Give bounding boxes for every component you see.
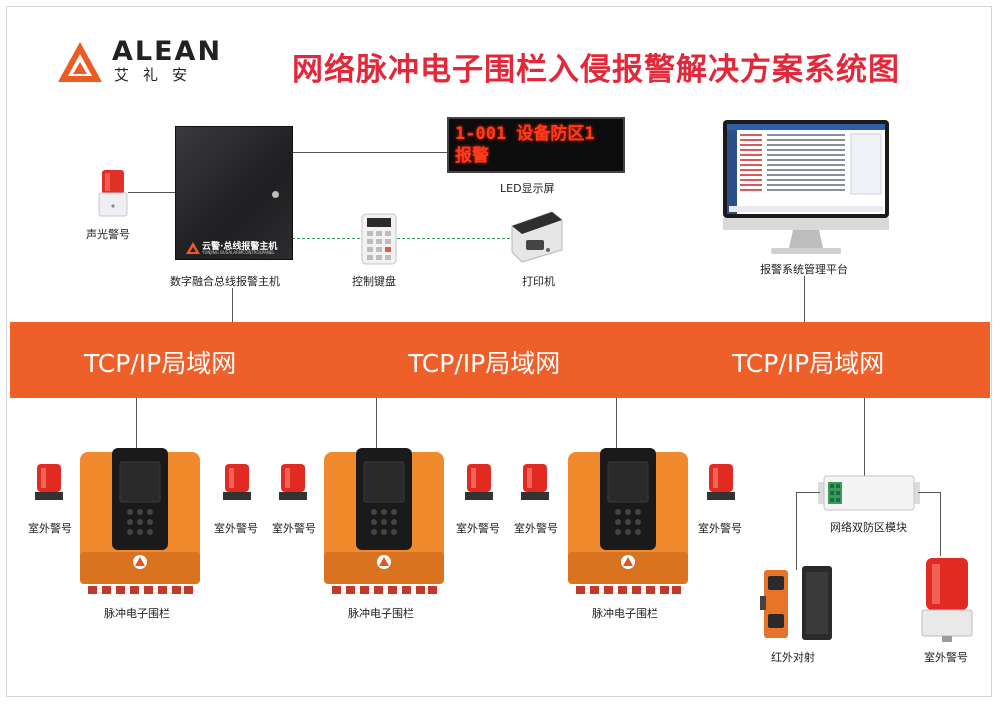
fence-2-left-alarm-label: 室外警号 — [272, 522, 316, 535]
wire-host-led — [292, 152, 448, 153]
led-label: LED显示屏 — [500, 182, 555, 195]
wire-module-beam-v — [796, 492, 797, 570]
page-title: 网络脉冲电子围栏入侵报警解决方案系统图 — [292, 52, 900, 88]
fence-unit-1-label: 脉冲电子围栏 — [104, 607, 170, 620]
zone-module-label: 网络双防区模块 — [830, 521, 907, 534]
wire-network-fence-1 — [136, 398, 137, 450]
fence-unit-3-label: 脉冲电子围栏 — [592, 607, 658, 620]
infrared-beam-detector — [758, 566, 838, 646]
fence-unit-2 — [324, 448, 444, 598]
fence-2-right-alarm-label: 室外警号 — [456, 522, 500, 535]
brand-text: ALEAN 艾礼安 — [112, 36, 223, 85]
host-panel-subtitle: YUNJING BUSALARMCONTROLPANEL — [202, 250, 275, 255]
control-keypad — [360, 212, 398, 270]
page-frame — [6, 6, 992, 697]
host-label: 数字融合总线报警主机 — [170, 275, 280, 288]
host-panel-title: 云警·总线报警主机 — [202, 242, 278, 252]
wire-module-alarm-h — [918, 492, 940, 493]
outdoor-alarm-beacon — [32, 462, 66, 506]
management-monitor — [723, 120, 889, 262]
wire-network-fence-3 — [616, 398, 617, 450]
outdoor-alarm-beacon — [276, 462, 310, 506]
alean-logo — [56, 40, 104, 88]
wire-platform-network — [804, 276, 805, 322]
outdoor-alarm-beacon — [220, 462, 254, 506]
host-logo-icon — [186, 239, 200, 258]
wire-host-network — [232, 288, 233, 322]
fence-3-left-alarm-label: 室外警号 — [514, 522, 558, 535]
wire-network-fence-2 — [376, 398, 377, 450]
outdoor-alarm-beacon — [518, 462, 552, 506]
wire-network-module — [864, 398, 865, 476]
dual-zone-module — [818, 474, 920, 516]
alarm-host: 云警·总线报警主机 YUNJING BUSALARMCONTROLPANEL — [175, 126, 293, 260]
led-line-2: 报警 — [455, 146, 489, 166]
fence-3-right-alarm-label: 室外警号 — [698, 522, 742, 535]
keypad-label: 控制键盘 — [352, 275, 396, 288]
siren-label: 声光警号 — [86, 228, 130, 241]
host-lock-icon — [272, 191, 279, 198]
fence-unit-1 — [80, 448, 200, 598]
led-display: 1-001 设备防区1 报警 — [447, 117, 625, 173]
outdoor-alarm-beacon — [462, 462, 496, 506]
wire-module-beam-h — [796, 492, 820, 493]
led-line-1: 1-001 设备防区1 — [455, 124, 595, 144]
brand-name-en: ALEAN — [112, 36, 223, 67]
beam-label: 红外对射 — [771, 651, 815, 664]
strobe-siren — [96, 168, 130, 224]
printer — [504, 206, 566, 268]
fence-1-left-alarm-label: 室外警号 — [28, 522, 72, 535]
outdoor-alarm-beacon — [918, 554, 976, 646]
wire-module-alarm-v — [940, 492, 941, 556]
fence-1-right-alarm-label: 室外警号 — [214, 522, 258, 535]
fence-unit-3 — [568, 448, 688, 598]
outdoor-alarm-beacon — [704, 462, 738, 506]
network-label-3: TCP/IP局域网 — [732, 349, 885, 378]
printer-label: 打印机 — [522, 275, 555, 288]
network-label-2: TCP/IP局域网 — [408, 349, 561, 378]
tcp-ip-network-bar — [10, 322, 990, 398]
platform-label: 报警系统管理平台 — [760, 263, 848, 276]
wire-host-keypad-printer — [292, 238, 510, 239]
brand-name-cn: 艾礼安 — [114, 66, 202, 84]
fence-unit-2-label: 脉冲电子围栏 — [348, 607, 414, 620]
network-label-1: TCP/IP局域网 — [84, 349, 237, 378]
module-alarm-label: 室外警号 — [924, 651, 968, 664]
wire-siren-host — [128, 192, 176, 193]
